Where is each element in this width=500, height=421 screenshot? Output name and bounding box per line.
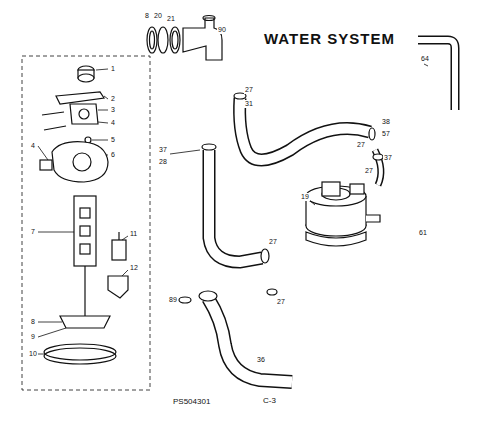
callout-number: 6 bbox=[110, 151, 116, 159]
callout-number: 61 bbox=[418, 229, 428, 237]
callout-number: 2 bbox=[110, 95, 116, 103]
callout-number: 36 bbox=[256, 356, 266, 364]
callout-number: 20 bbox=[153, 12, 163, 20]
callout-number: 31 bbox=[244, 100, 254, 108]
callout-number: 27 bbox=[276, 298, 286, 306]
callout-number: 3 bbox=[110, 106, 116, 114]
callout-number: 4 bbox=[30, 142, 36, 150]
diagram-title: WATER SYSTEM bbox=[264, 30, 395, 47]
callout-number: 28 bbox=[158, 158, 168, 166]
callout-number: 27 bbox=[356, 141, 366, 149]
callout-number: 27 bbox=[244, 86, 254, 94]
callout-number: 8 bbox=[144, 12, 150, 20]
callout-number: 21 bbox=[166, 15, 176, 23]
callout-number: 5 bbox=[110, 136, 116, 144]
callout-number: 37 bbox=[383, 154, 393, 162]
callout-number: 27 bbox=[268, 238, 278, 246]
callout-number: 10 bbox=[28, 350, 38, 358]
callout-number: 4 bbox=[110, 119, 116, 127]
callout-number: 57 bbox=[381, 130, 391, 138]
callout-number: 7 bbox=[30, 228, 36, 236]
drawing-number: PS504301 bbox=[172, 398, 211, 406]
callout-number: 8 bbox=[30, 318, 36, 326]
callout-number: 38 bbox=[381, 118, 391, 126]
callout-number: 89 bbox=[168, 296, 178, 304]
callout-number: 37 bbox=[158, 146, 168, 154]
callout-number: 11 bbox=[129, 230, 138, 238]
callout-number: 27 bbox=[364, 167, 374, 175]
callout-number: 9 bbox=[30, 333, 36, 341]
callout-number: 12 bbox=[129, 264, 139, 272]
callout-number: 64 bbox=[420, 55, 430, 63]
callout-number: 90 bbox=[217, 26, 227, 34]
drawing-number: C-3 bbox=[262, 397, 277, 405]
callout-number: 19 bbox=[300, 193, 310, 201]
callout-number: 1 bbox=[110, 65, 116, 73]
